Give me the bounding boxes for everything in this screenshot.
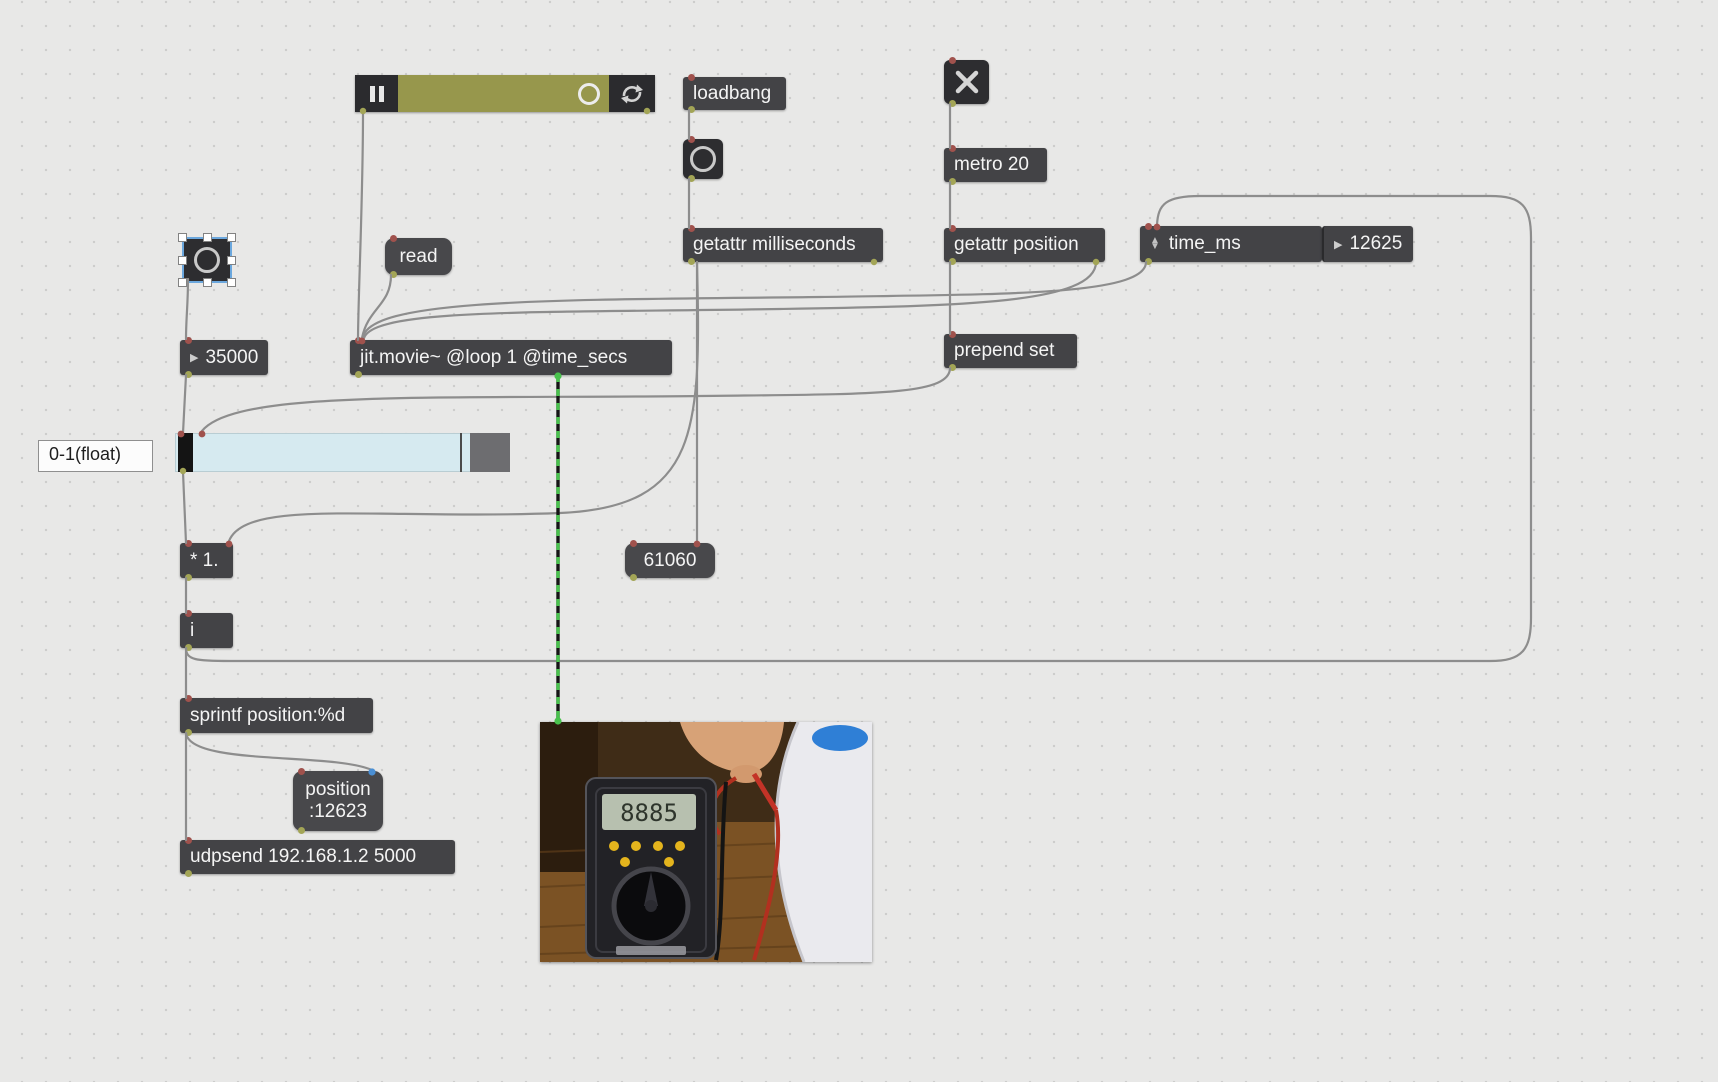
toggle[interactable] [944,57,989,107]
number-box-time-ms[interactable]: ▶ 12625 [1322,226,1413,262]
slider-thumb[interactable] [178,433,193,472]
patch-cord[interactable] [356,110,365,342]
attrui-time-ms[interactable]: ▲▼ time_ms [1140,223,1322,265]
playbar-track[interactable] [398,75,609,112]
selection-handle[interactable] [178,233,187,242]
bang-button-selected[interactable] [178,233,236,287]
number-box-milliseconds[interactable]: 61060 [625,540,715,581]
selection-handle[interactable] [178,278,187,287]
object-prepend-set[interactable]: prepend set [944,331,1077,371]
object-label: i [190,619,195,641]
message-label: read [399,245,438,267]
patch-cord[interactable] [200,366,952,433]
object-label: prepend set [954,340,1055,361]
number-value: 61060 [643,549,697,571]
multimeter-lcd [602,794,696,830]
loop-icon [621,84,643,103]
bang-circle-icon [690,146,716,172]
message-read[interactable]: read [385,235,452,278]
video-frame: 8885 [539,721,873,963]
pause-icon [369,85,384,102]
patch-cord[interactable] [181,470,188,545]
patch-cord[interactable] [184,731,374,772]
hand [680,722,784,773]
number-box-duration[interactable]: ▶ 35000 [180,337,268,378]
multimeter-buttons [609,841,685,867]
selection-handle[interactable] [227,233,236,242]
object-label: getattr milliseconds [693,234,856,255]
comment-label: 0-1(float) [49,444,122,464]
object-getattr-milliseconds[interactable]: getattr milliseconds [683,225,883,265]
message-position[interactable]: position :12623 [293,768,383,834]
object-getattr-position[interactable]: getattr position [944,225,1105,265]
number-triangle-icon: ▶ [1334,238,1343,251]
object-jit-movie[interactable]: jit.movie~ @loop 1 @time_secs [350,337,672,378]
patch-cord[interactable] [181,373,188,435]
bang-button[interactable] [683,136,723,182]
slider-divider [460,433,462,472]
selection-handle[interactable] [203,278,212,287]
slider-end-block [470,433,510,472]
playbar-knob[interactable] [578,82,600,105]
object-loadbang[interactable]: loadbang [683,74,786,113]
object-label: udpsend 192.168.1.2 5000 [190,846,417,867]
object-label: * 1. [190,549,219,571]
number-value: 35000 [205,346,259,368]
attrui-label: time_ms [1168,233,1241,254]
spinner-arrows-icon[interactable]: ▲▼ [1150,234,1160,252]
object-multiply[interactable]: * 1. [180,540,233,581]
playbar[interactable] [355,75,655,112]
patch-cord[interactable] [361,260,1148,339]
object-int[interactable]: i [180,610,233,651]
comment-0-1-float[interactable]: 0-1(float) [38,440,153,472]
bang-circle-icon [194,247,220,273]
object-label: sprintf position:%d [190,704,346,726]
patch-cord[interactable] [362,260,1098,340]
object-sprintf[interactable]: sprintf position:%d [180,695,373,736]
object-label: loadbang [693,82,772,104]
number-value: 12625 [1349,233,1403,254]
patch-cord[interactable] [227,260,700,543]
object-label: getattr position [954,234,1079,255]
number-triangle-icon: ▶ [190,352,199,364]
pause-button[interactable] [355,75,398,112]
object-label: jit.movie~ @loop 1 @time_secs [360,346,628,368]
patch-cord[interactable] [184,277,190,341]
appliance-logo [812,725,868,751]
position-slider[interactable] [175,433,510,472]
patch-cord[interactable] [360,273,393,340]
object-metro[interactable]: metro 20 [944,145,1047,185]
selection-handle[interactable] [203,233,212,242]
object-label: metro 20 [954,154,1029,175]
selection-handle[interactable] [178,256,187,265]
selection-handle[interactable] [227,256,236,265]
message-line1: position [305,779,371,801]
selection-handle[interactable] [227,278,236,287]
meter-lcd-digits: 8885 [620,799,678,827]
message-line2: :12623 [308,801,368,822]
toggle-x-icon [955,70,978,94]
object-udpsend[interactable]: udpsend 192.168.1.2 5000 [180,837,455,877]
video-preview[interactable]: 8885 [539,721,873,963]
loop-button[interactable] [609,75,655,112]
